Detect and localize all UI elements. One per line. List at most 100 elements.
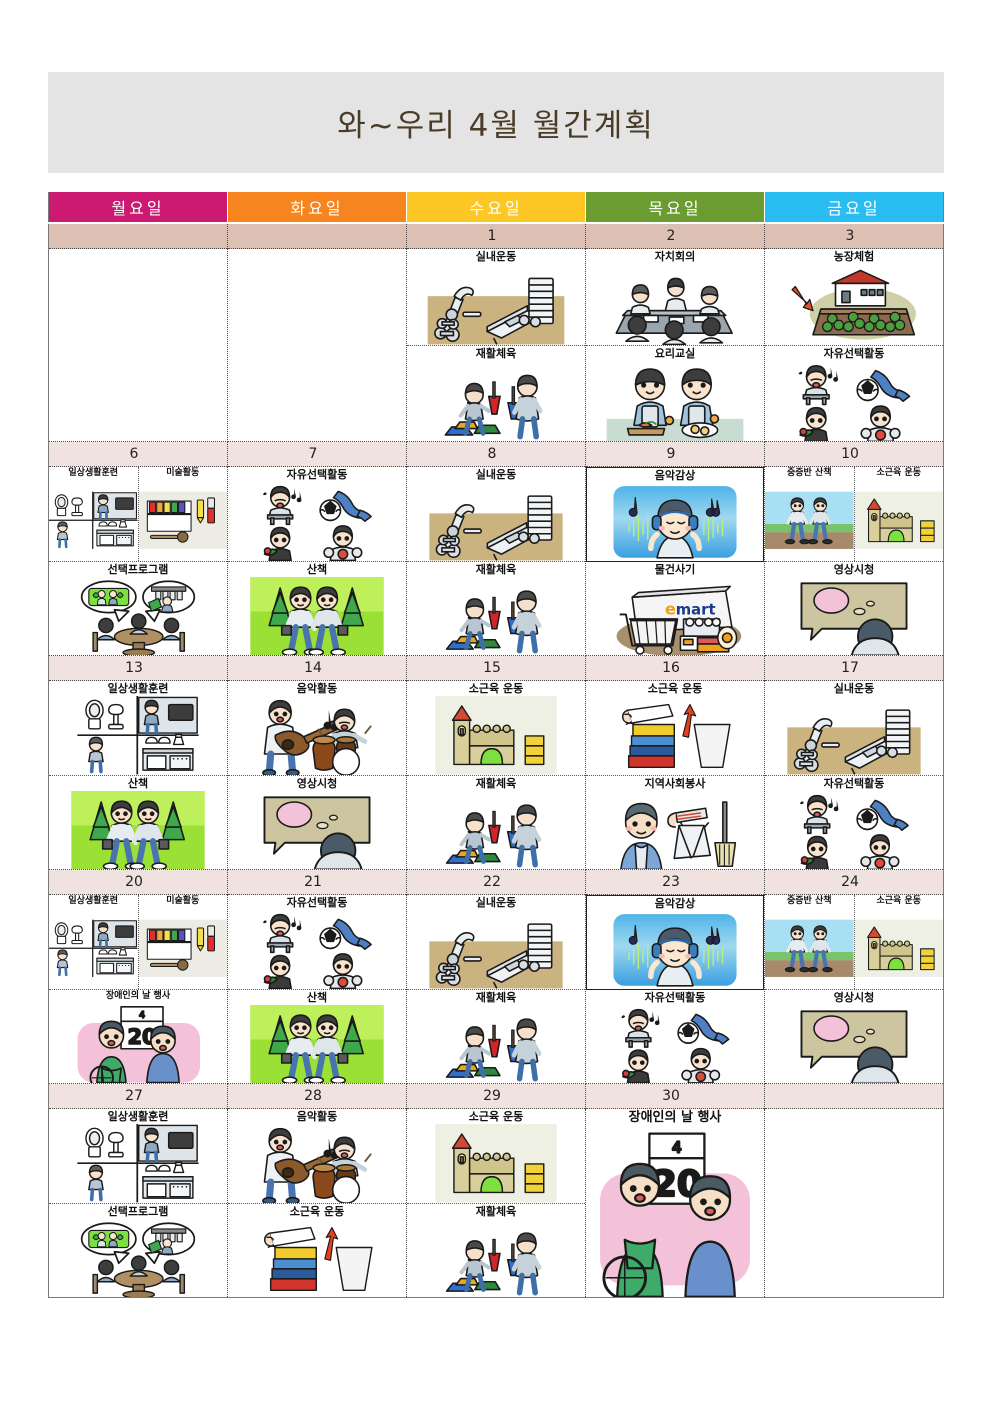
activity-slot[interactable]: 중증반 산책 소근육 운동: [765, 895, 943, 990]
day-cell-6[interactable]: 일상생활훈련 미술활동 선택프로그램: [48, 466, 228, 656]
activity-slot[interactable]: 실내운동: [407, 467, 585, 562]
day-cell-13[interactable]: 일상생활훈련 산책: [48, 680, 228, 870]
activity-slot[interactable]: 음악활동: [228, 681, 406, 776]
day-cell-3[interactable]: 농장체험 자유선택활동: [764, 248, 944, 442]
activity-slot[interactable]: 자유선택활동: [228, 895, 406, 990]
day-cell-28[interactable]: 음악활동 소근육 운동: [227, 1108, 407, 1298]
day-cell-17[interactable]: 실내운동 자유선택활동: [764, 680, 944, 870]
activity-slot[interactable]: 소근육 운동: [228, 1204, 406, 1297]
activity-slot[interactable]: 소근육 운동: [407, 1109, 585, 1204]
activity-slot[interactable]: 재활체육: [407, 776, 585, 869]
activity-slot[interactable]: 재활체육: [407, 990, 585, 1083]
activity-slot[interactable]: 소근육 운동: [407, 681, 585, 776]
activity-half[interactable]: 중증반 산책: [765, 895, 855, 989]
activity-slot[interactable]: 중증반 산책 소근육 운동: [765, 467, 943, 562]
activity-slot[interactable]: 재활체육: [407, 346, 585, 441]
activity-slot[interactable]: 음악활동: [228, 1109, 406, 1204]
musicplay-picto-icon: [228, 1124, 406, 1203]
activity-label: 재활체육: [475, 346, 517, 360]
day-cell-7[interactable]: 자유선택활동 산책: [227, 466, 407, 656]
page-title: 와~우리 4월 월간계획: [337, 108, 655, 144]
day-cell-15[interactable]: 소근육 운동 재활체육: [406, 680, 586, 870]
activity-slot[interactable]: 산책: [49, 776, 227, 869]
tv-picto-icon: [228, 790, 406, 869]
activity-slot[interactable]: 음악감상: [586, 895, 764, 990]
day-cell-2[interactable]: 자치회의 요리교실: [585, 248, 765, 442]
activity-half[interactable]: 미술활동: [138, 467, 227, 561]
day-cell-21[interactable]: 자유선택활동 산책: [227, 894, 407, 1084]
activity-slot[interactable]: 자치회의: [586, 249, 764, 346]
activity-slot[interactable]: 장애인의 날 행사 4 20: [586, 1109, 764, 1297]
activity-half[interactable]: 소근육 운동: [854, 895, 943, 989]
day-cell-23[interactable]: 음악감상 자유선택활동: [585, 894, 765, 1084]
activity-slot[interactable]: 일상생활훈련 미술활동: [49, 895, 227, 990]
activity-slot[interactable]: 실내운동: [407, 895, 585, 990]
date-cell-6: 6: [48, 441, 228, 467]
walk-picto-icon: [49, 790, 227, 869]
day-cell-16[interactable]: 소근육 운동 지역사회봉사: [585, 680, 765, 870]
day-cell-30[interactable]: 장애인의 날 행사 4 20: [585, 1108, 765, 1298]
date-cell-13: 13: [48, 655, 228, 681]
blocks-picto-icon: [407, 1124, 585, 1203]
day-cell-10[interactable]: 중증반 산책 소근육 운동 영상시청: [764, 466, 944, 656]
weekday-header-3: 수요일: [406, 192, 586, 224]
activity-slot[interactable]: 농장체험: [765, 249, 943, 346]
artclass-picto-icon: [138, 908, 227, 989]
activity-slot[interactable]: 산책: [228, 990, 406, 1083]
activity-half[interactable]: 일상생활훈련: [49, 895, 139, 989]
activity-slot[interactable]: 실내운동: [765, 681, 943, 776]
activity-slot[interactable]: 일상생활훈련 미술활동: [49, 467, 227, 562]
activity-slot[interactable]: 요리교실: [586, 346, 764, 441]
activity-label: 소근육 운동: [468, 682, 524, 695]
activity-slot[interactable]: 영상시청: [765, 562, 943, 655]
activity-slot[interactable]: 자유선택활동: [586, 990, 764, 1083]
day-cell-20[interactable]: 일상생활훈련 미술활동 장애인의 날 행사 4: [48, 894, 228, 1084]
activity-half[interactable]: 일상생활훈련: [49, 467, 139, 561]
activity-slot[interactable]: 영상시청: [228, 776, 406, 869]
activity-slot[interactable]: 자유선택활동: [765, 346, 943, 441]
activity-slot[interactable]: 장애인의 날 행사 4 20: [49, 990, 227, 1083]
activity-half[interactable]: 중증반 산책: [765, 467, 855, 561]
day-cell-24[interactable]: 중증반 산책 소근육 운동 영상시청: [764, 894, 944, 1084]
activity-slot[interactable]: 선택프로그램: [49, 1204, 227, 1297]
day-cell-29[interactable]: 소근육 운동 재활체육: [406, 1108, 586, 1298]
activity-slot[interactable]: 일상생활훈련: [49, 681, 227, 776]
activity-slot[interactable]: 자유선택활동: [765, 776, 943, 869]
activity-slot[interactable]: 지역사회봉사: [586, 776, 764, 869]
disabilityday-big-picto-icon: 4 20: [586, 1126, 764, 1297]
activity-half[interactable]: 미술활동: [138, 895, 227, 989]
freechoice-picto-icon: [765, 790, 943, 869]
activity-slot[interactable]: 선택프로그램: [49, 562, 227, 655]
activity-slot[interactable]: 재활체육: [407, 1204, 585, 1297]
day-cell-27[interactable]: 일상생활훈련 선택프로그램: [48, 1108, 228, 1298]
gym-picto-icon: [407, 482, 585, 561]
day-cell-8[interactable]: 실내운동 재활체육: [406, 466, 586, 656]
day-cell-1[interactable]: 실내운동 재활체육: [406, 248, 586, 442]
split-activity-group: 일상생활훈련 미술활동: [49, 467, 227, 561]
walk2-picto-icon: [765, 908, 854, 989]
activity-label: 재활체육: [475, 776, 517, 790]
adl-picto-icon: [49, 1124, 227, 1203]
activity-slot[interactable]: 음악감상: [586, 467, 764, 562]
activity-slot[interactable]: 소근육 운동: [586, 681, 764, 776]
activity-slot[interactable]: 일상생활훈련: [49, 1109, 227, 1204]
activity-slot[interactable]: 영상시청: [765, 990, 943, 1083]
activity-slot[interactable]: 재활체육: [407, 562, 585, 655]
day-cell-14[interactable]: 음악활동 영상시청: [227, 680, 407, 870]
activity-half[interactable]: 소근육 운동: [854, 467, 943, 561]
freechoice-picto-icon: [228, 482, 406, 561]
activity-slot[interactable]: 자유선택활동: [228, 467, 406, 562]
svg-text:4: 4: [672, 1139, 682, 1157]
activity-slot[interactable]: 산책: [228, 562, 406, 655]
date-cell-1: 1: [406, 223, 586, 249]
activity-slot[interactable]: 실내운동: [407, 249, 585, 346]
day-cell-22[interactable]: 실내운동 재활체육: [406, 894, 586, 1084]
empty-slot: [765, 1109, 943, 1297]
activity-slot[interactable]: 물건사기 e mart: [586, 562, 764, 655]
svg-text:4: 4: [139, 1011, 145, 1022]
date-cell-28: 28: [227, 1083, 407, 1109]
day-cell-9[interactable]: 음악감상 물건사기 e mart: [585, 466, 765, 656]
rehab-picto-icon: [407, 1004, 585, 1083]
